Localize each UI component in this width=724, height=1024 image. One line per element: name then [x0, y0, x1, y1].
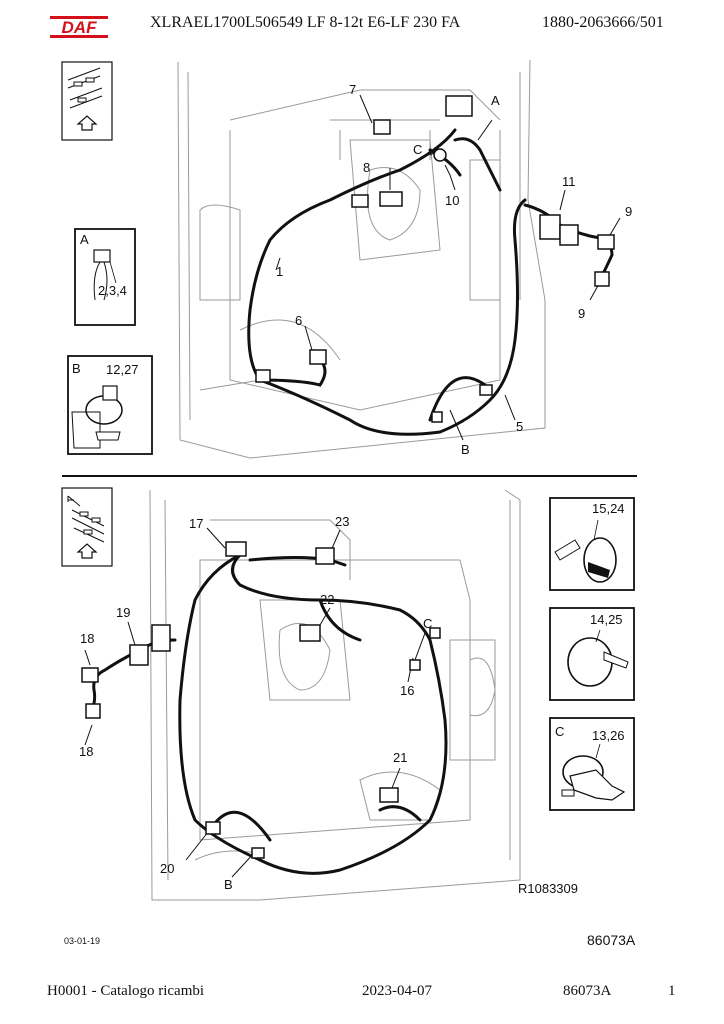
svg-text:DAF: DAF	[62, 18, 98, 37]
footer-page: 1	[668, 983, 676, 999]
bottom-callouts: 16 17 18 18 19 20 21 22 23 B C R1083309	[79, 514, 578, 896]
callout-18b: 18	[79, 744, 93, 759]
svg-text:B: B	[72, 361, 81, 376]
callout-11: 11	[562, 174, 576, 189]
footer-catalog: H0001 - Catalogo ricambi	[47, 983, 205, 999]
callout-a: A	[491, 93, 500, 108]
callout-17: 17	[189, 516, 203, 531]
callout-21: 21	[393, 750, 407, 765]
callout-22: 22	[320, 592, 334, 607]
svg-text:12,27: 12,27	[106, 362, 139, 377]
callout-c: C	[413, 142, 422, 157]
inset-cable-tie-15-24: 15,24	[549, 497, 635, 591]
callout-c-bottom: C	[423, 616, 432, 631]
callout-9b: 9	[578, 306, 585, 321]
top-callouts: 1 5 6 7 8 9 9 10 11 A B C	[276, 82, 632, 457]
callout-b-bottom: B	[224, 877, 233, 892]
callout-19: 19	[116, 605, 130, 620]
inset-b: B 12,27	[67, 355, 153, 455]
part-reference: 1880-2063666/501	[542, 14, 664, 31]
svg-text:14,25: 14,25	[590, 612, 623, 627]
inset-cable-tie-14-25: 14,25	[549, 607, 635, 701]
footer-code: 86073A	[563, 983, 612, 999]
callout-10: 10	[445, 193, 459, 208]
svg-text:A: A	[80, 232, 89, 247]
callout-5: 5	[516, 419, 523, 434]
orientation-icon-top	[61, 61, 113, 141]
svg-text:2,3,4: 2,3,4	[98, 283, 127, 298]
drawing-reference: R1083309	[518, 881, 578, 896]
callout-9a: 9	[625, 204, 632, 219]
svg-text:15,24: 15,24	[592, 501, 625, 516]
sheet-date: 03-01-19	[64, 936, 101, 946]
callout-23: 23	[335, 514, 349, 529]
callout-1: 1	[276, 264, 283, 279]
callout-16: 16	[400, 683, 414, 698]
orientation-icon-bottom	[61, 487, 113, 567]
callout-b: B	[461, 442, 470, 457]
sheet-code: 86073A	[587, 932, 636, 948]
callout-7: 7	[349, 82, 356, 97]
svg-text:C: C	[555, 724, 564, 739]
daf-logo: DAF	[50, 16, 108, 38]
footer-date: 2023-04-07	[362, 983, 432, 999]
callout-8: 8	[363, 160, 370, 175]
callout-6: 6	[295, 313, 302, 328]
callout-20: 20	[160, 861, 174, 876]
vehicle-spec: XLRAEL1700L506549 LF 8-12t E6-LF 230 FA	[150, 14, 461, 31]
svg-text:13,26: 13,26	[592, 728, 625, 743]
callout-18a: 18	[80, 631, 94, 646]
inset-c-clip-13-26: C 13,26	[549, 717, 635, 811]
inset-a: A 2,3,4	[74, 228, 136, 326]
